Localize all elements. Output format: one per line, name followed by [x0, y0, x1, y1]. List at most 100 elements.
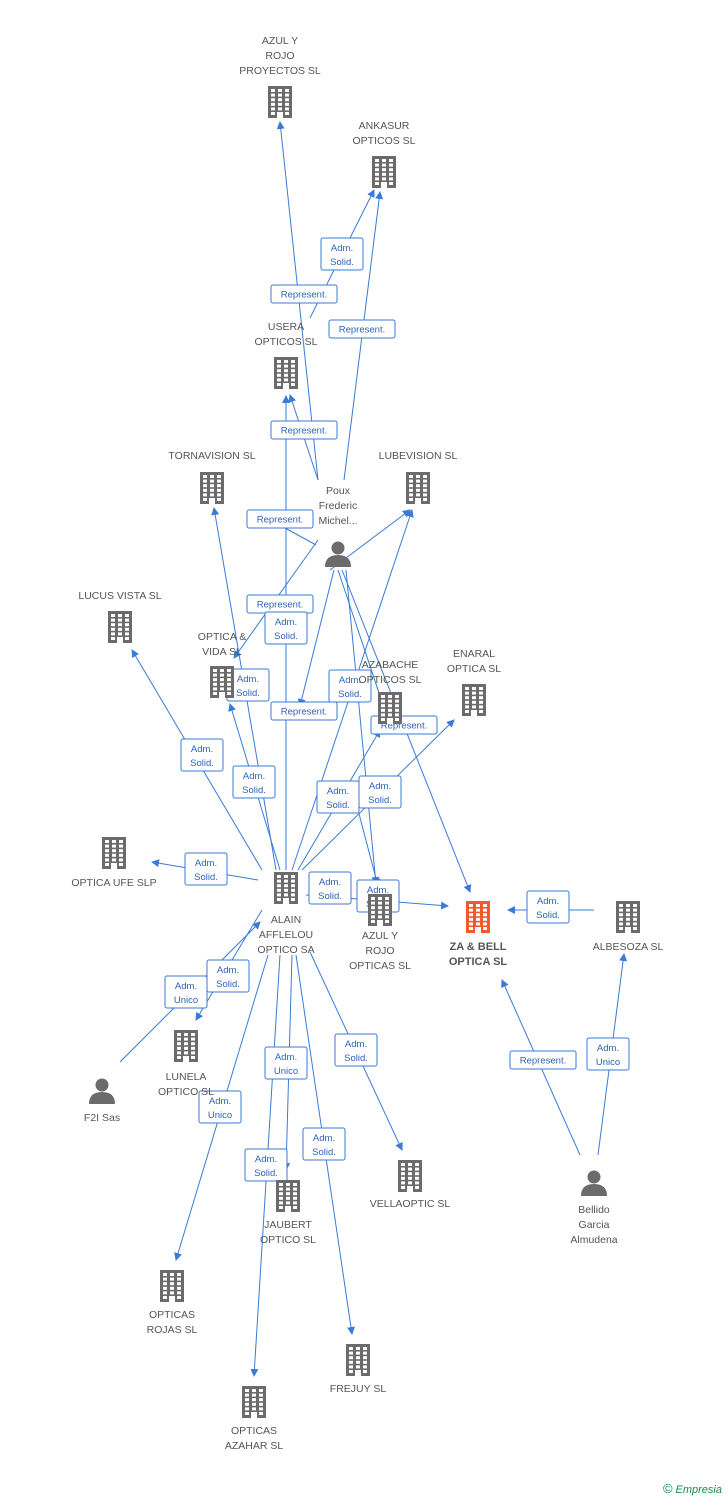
- node-vellaoptic[interactable]: VELLAOPTIC SL: [370, 1160, 451, 1210]
- relation-badge[interactable]: Adm.Solid.: [320, 237, 364, 271]
- relation-badge[interactable]: Adm.Solid.: [302, 1127, 346, 1161]
- relation-badge[interactable]: Adm.Unico: [264, 1046, 308, 1080]
- relation-badge[interactable]: Adm.Unico: [198, 1090, 242, 1124]
- node-label: ANKASUR: [359, 120, 410, 132]
- node-tornavision[interactable]: TORNAVISION SL: [168, 450, 256, 504]
- relation-badge-box: [270, 420, 338, 440]
- relation-badge[interactable]: Represent.: [270, 284, 338, 304]
- building-icon: [108, 611, 132, 643]
- relation-badge[interactable]: Represent.: [270, 420, 338, 440]
- node-optica_vida[interactable]: OPTICA &VIDA SL: [198, 631, 246, 698]
- node-label: OPTICA &: [198, 631, 246, 643]
- building-icon: [372, 156, 396, 188]
- relation-badge[interactable]: Represent.: [270, 701, 338, 721]
- relation-badge-label: Adm.: [237, 674, 259, 685]
- relation-badge[interactable]: Adm.Solid.: [206, 959, 250, 993]
- relation-badge-label: Adm.: [339, 675, 361, 686]
- node-frejuy[interactable]: FREJUY SL: [330, 1344, 387, 1395]
- relation-badge[interactable]: Adm. Solid.: [232, 765, 276, 799]
- relation-badge-label: Adm.: [367, 885, 389, 896]
- relation-badge[interactable]: Adm.Unico: [164, 975, 208, 1009]
- node-label: ALAIN: [271, 914, 301, 926]
- relation-badge[interactable]: Adm.Solid.: [184, 852, 228, 886]
- node-optica_ufe[interactable]: OPTICA UFE SLP: [71, 837, 157, 889]
- node-label: OPTICAS: [231, 1425, 277, 1437]
- relation-badge[interactable]: Adm. Solid.: [244, 1148, 288, 1182]
- relation-badge-box: [184, 852, 228, 886]
- relation-badge[interactable]: Adm.Solid.: [264, 611, 308, 645]
- building-icon: [274, 357, 298, 389]
- relation-badge-label: Solid.: [536, 910, 560, 921]
- relation-badge-label: Solid.: [274, 631, 298, 642]
- relation-badge-box: [264, 611, 308, 645]
- relation-badge[interactable]: Adm.Solid.: [526, 890, 570, 924]
- relation-badge-label: Represent.: [281, 426, 327, 437]
- node-label: OPTICO SA: [257, 944, 314, 956]
- relation-badge[interactable]: Represent.: [246, 509, 314, 529]
- building-icon: [102, 837, 126, 869]
- node-poux[interactable]: PouxFredericMichel...: [318, 485, 358, 567]
- relation-badge-box: [308, 871, 352, 905]
- node-label: Poux: [326, 485, 351, 497]
- relation-badge-label: Solid.: [242, 785, 266, 796]
- building-icon: [406, 472, 430, 504]
- relation-badge[interactable]: Adm.Solid.: [316, 780, 360, 814]
- relation-badge-label: Solid.: [190, 758, 214, 769]
- relation-badge[interactable]: Represent.: [246, 594, 314, 614]
- relation-badge-box: [302, 1127, 346, 1161]
- node-zabell[interactable]: ZA & BELL OPTICA SL: [449, 901, 508, 968]
- node-label: VELLAOPTIC SL: [370, 1198, 451, 1210]
- relation-badge-label: Solid.: [254, 1168, 278, 1179]
- relation-badge[interactable]: Adm.Solid.: [358, 775, 402, 809]
- node-label: OPTICOS SL: [358, 674, 421, 686]
- node-lubevision[interactable]: LUBEVISION SL: [379, 450, 458, 504]
- relation-badge-label: Adm.: [345, 1039, 367, 1050]
- relation-badge-label: Solid.: [338, 689, 362, 700]
- node-label: TORNAVISION SL: [168, 450, 255, 462]
- relation-badge[interactable]: Adm.Solid.: [334, 1033, 378, 1067]
- relation-badge[interactable]: Adm.Solid.: [308, 871, 352, 905]
- person-icon: [325, 541, 351, 567]
- node-label: OPTICA SL: [449, 956, 508, 968]
- relation-badge-label: Unico: [274, 1066, 298, 1077]
- relation-badge-label: Adm.: [195, 858, 217, 869]
- relation-badge[interactable]: Adm.Solid.: [226, 668, 270, 702]
- node-albesoza[interactable]: ALBESOZA SL: [593, 901, 664, 953]
- building-icon: [242, 1386, 266, 1418]
- node-label: LUBEVISION SL: [379, 450, 458, 462]
- relation-badge-label: Solid.: [326, 800, 350, 811]
- node-label: ZA & BELL: [449, 941, 506, 953]
- building-icon: [174, 1030, 198, 1062]
- relation-badge[interactable]: Adm. Solid.: [328, 669, 372, 703]
- building-icon: [210, 666, 234, 698]
- node-label: AZUL Y: [262, 35, 298, 47]
- node-lucus[interactable]: LUCUS VISTA SL: [78, 590, 162, 643]
- relation-badge-label: Represent.: [257, 515, 303, 526]
- relation-badge[interactable]: Represent.: [328, 319, 396, 339]
- relation-badge[interactable]: Represent.: [509, 1050, 577, 1070]
- relation-badge-label: Adm.: [255, 1154, 277, 1165]
- relation-badge[interactable]: Adm.Solid.: [180, 738, 224, 772]
- node-f2i[interactable]: F2I Sas: [84, 1078, 120, 1125]
- footer-brand[interactable]: ©Empresia: [663, 1481, 722, 1496]
- relation-badge[interactable]: Adm.Unico: [586, 1037, 630, 1071]
- relation-badge-label: Represent.: [339, 325, 385, 336]
- relation-badge-label: Adm.: [313, 1133, 335, 1144]
- relation-badge-label: Adm.: [243, 771, 265, 782]
- building-icon: [378, 692, 402, 724]
- building-icon: [616, 901, 640, 933]
- person-icon: [581, 1170, 607, 1196]
- relation-badge-box: [244, 1148, 288, 1182]
